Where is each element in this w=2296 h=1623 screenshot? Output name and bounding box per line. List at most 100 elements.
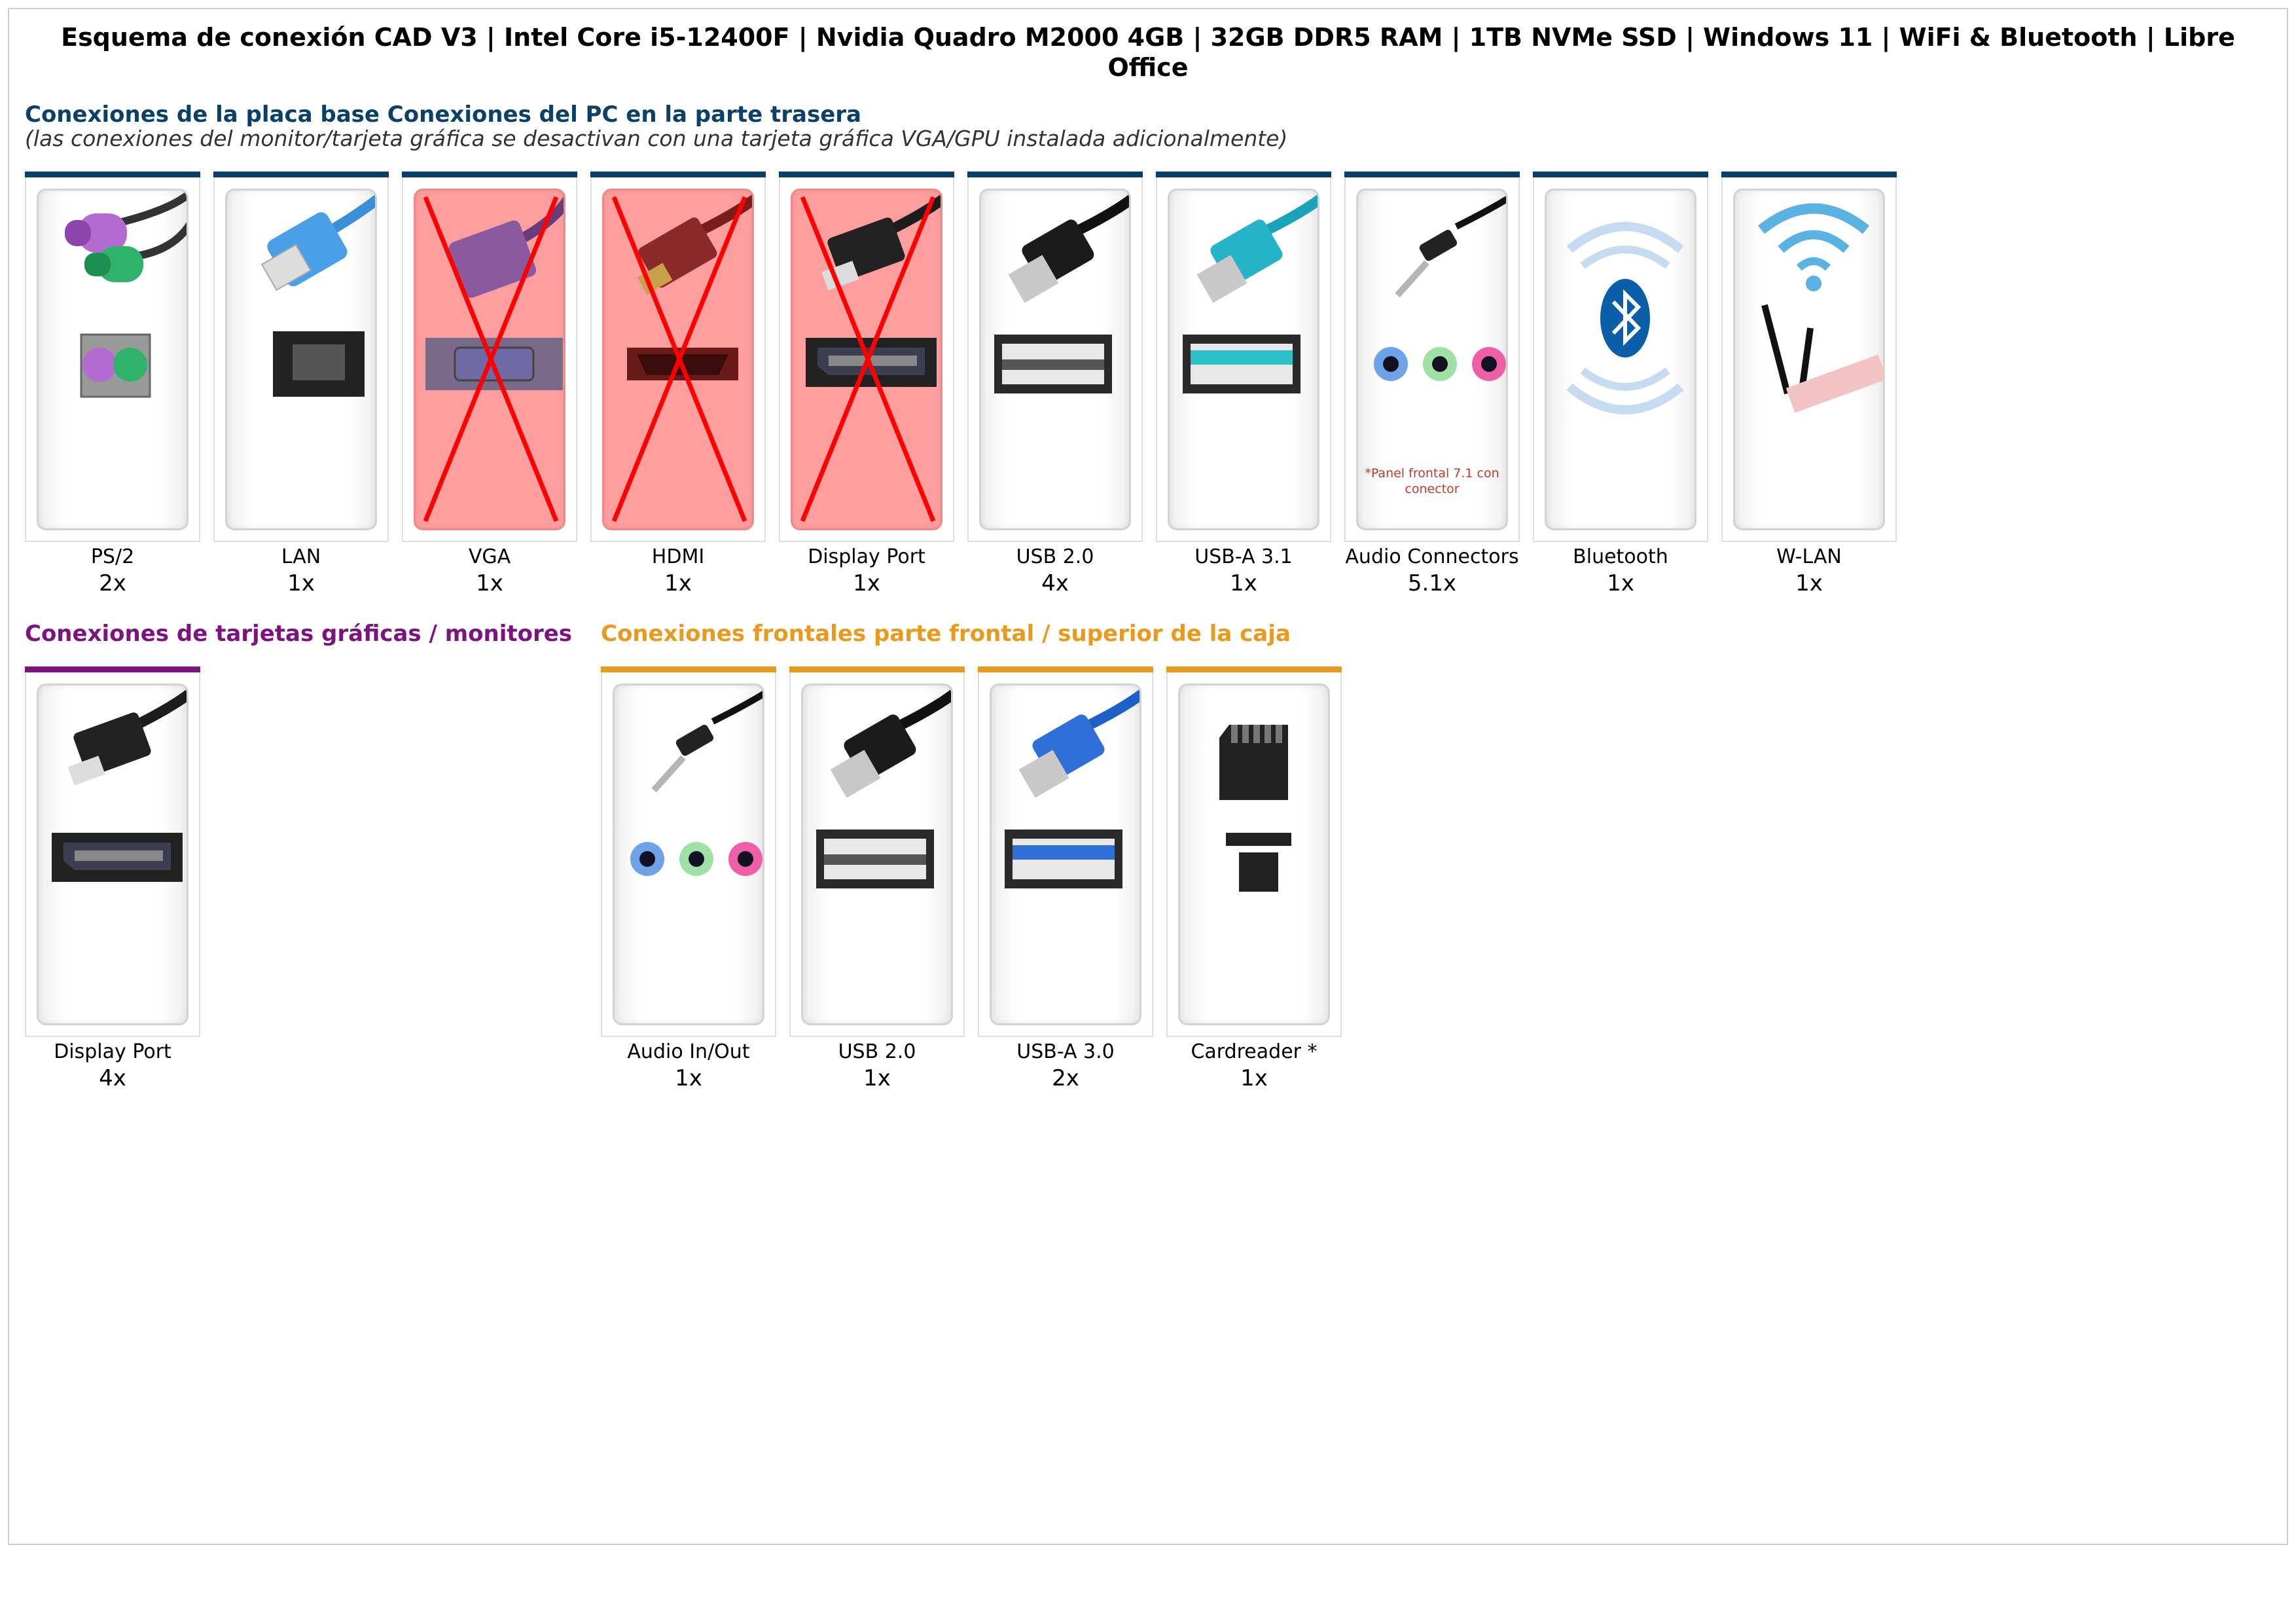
port-image-panel (791, 189, 942, 530)
port-count: 2x (1052, 1065, 1079, 1091)
vga-icon (423, 196, 564, 522)
port-image-panel (613, 684, 764, 1025)
motherboard-heading: Conexiones de la placa base Conexiones d… (25, 101, 861, 128)
port-name: Cardreader * (1191, 1040, 1318, 1063)
graphics-port-card (25, 666, 200, 1037)
port-count: 1x (853, 570, 880, 596)
usb30-icon (1005, 689, 1139, 888)
section-color-bar (779, 172, 954, 177)
port-image-panel: *Panel frontal 7.1 con conector (1356, 189, 1508, 530)
graphics-heading: Conexiones de tarjetas gráficas / monito… (25, 621, 573, 647)
displayport-icon (800, 194, 941, 522)
port-name: USB-A 3.0 (1016, 1040, 1115, 1063)
section-color-bar (402, 172, 577, 177)
port-name: LAN (281, 545, 321, 568)
port-name: USB 2.0 (1016, 545, 1094, 568)
document-title: Esquema de conexión CAD V3 | Intel Core … (61, 23, 2235, 82)
motherboard-port-card (213, 172, 389, 542)
front-port-card (1166, 666, 1342, 1037)
section-color-bar (25, 172, 200, 177)
port-caption: Cardreader *1x (1166, 1040, 1342, 1092)
section-color-bar (590, 172, 766, 177)
port-note: *Panel frontal 7.1 con conector (1365, 466, 1499, 496)
port-count: 1x (664, 570, 692, 596)
port-image-panel (1168, 189, 1319, 530)
port-image-panel (37, 189, 188, 530)
section-color-bar (213, 172, 389, 177)
bluetooth-icon (1566, 222, 1684, 414)
port-count: 4x (1041, 570, 1069, 596)
port-image-panel (1545, 189, 1696, 530)
port-image-panel (1733, 189, 1885, 530)
motherboard-port-card (1156, 172, 1331, 542)
port-image-panel (414, 189, 565, 530)
motherboard-port-card (967, 172, 1143, 542)
port-image-panel (979, 189, 1131, 530)
motherboard-port-card (1533, 172, 1708, 542)
port-name: PS/2 (90, 545, 135, 568)
section-color-bar (978, 666, 1153, 672)
sd-card-icon (1219, 725, 1291, 892)
front-port-card (601, 666, 776, 1037)
document-frame (8, 8, 2288, 1545)
port-name: Audio Connectors (1345, 545, 1519, 568)
section-color-bar (1166, 666, 1342, 672)
front-heading: Conexiones frontales parte frontal / sup… (601, 621, 1291, 647)
section-color-bar (1344, 172, 1520, 177)
port-name: USB-A 3.1 (1194, 545, 1293, 568)
section-color-bar (1533, 172, 1708, 177)
usb31-icon (1183, 194, 1318, 393)
port-image-panel (37, 684, 188, 1025)
audio-jack-icon (1374, 196, 1506, 381)
section-color-bar (967, 172, 1143, 177)
port-count: 1x (287, 570, 315, 596)
port-count: 1x (863, 1065, 891, 1091)
front-port-card (978, 666, 1153, 1037)
motherboard-port-card (590, 172, 766, 542)
lan-icon (260, 194, 375, 397)
displayport-icon (52, 689, 187, 882)
port-image-panel (602, 189, 754, 530)
port-image-panel (225, 189, 377, 530)
motherboard-port-card (25, 172, 200, 542)
section-color-bar (1721, 172, 1897, 177)
usb2-icon (994, 194, 1129, 393)
motherboard-port-card (402, 172, 577, 542)
hdmi-icon (611, 194, 752, 522)
port-count: 4x (99, 1065, 126, 1091)
wifi-icon (1757, 203, 1883, 413)
port-name: Bluetooth (1573, 545, 1668, 568)
audio-jack-icon (630, 691, 762, 876)
port-count: 1x (1230, 570, 1257, 596)
port-name: W-LAN (1776, 545, 1842, 568)
port-name: USB 2.0 (838, 1040, 916, 1063)
motherboard-port-card (1721, 172, 1897, 542)
section-color-bar (1156, 172, 1331, 177)
port-name: Display Port (808, 545, 925, 568)
port-image-panel (1178, 684, 1330, 1025)
port-count: 1x (1240, 1065, 1268, 1091)
section-color-bar (601, 666, 776, 672)
front-port-card (789, 666, 965, 1037)
port-count: 5.1x (1407, 570, 1457, 596)
port-image-panel (990, 684, 1141, 1025)
motherboard-port-card: *Panel frontal 7.1 con conector (1344, 172, 1520, 542)
port-count: 1x (1607, 570, 1634, 596)
section-color-bar (789, 666, 965, 672)
section-color-bar (25, 666, 200, 672)
port-count: 1x (476, 570, 503, 596)
